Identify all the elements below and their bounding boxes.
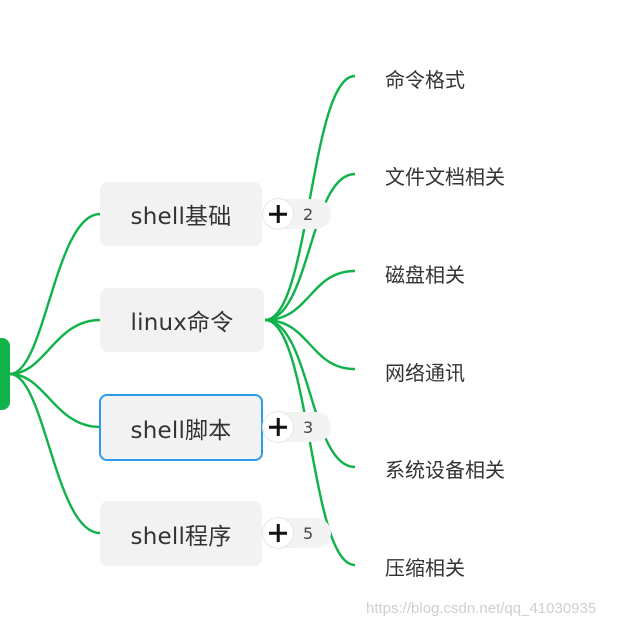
leaf-topic[interactable]: 命令格式 xyxy=(385,68,465,92)
expand-shell-basics-button[interactable]: 2 xyxy=(263,199,331,229)
connector-root-shell-program xyxy=(9,372,101,535)
leaf-topic[interactable]: 磁盘相关 xyxy=(385,263,465,287)
connector-linux-leaf-4 xyxy=(264,318,356,371)
leaf-topic[interactable]: 文件文档相关 xyxy=(385,165,505,189)
plus-icon xyxy=(263,412,293,442)
node-shell-program-label: shell程序 xyxy=(130,523,232,550)
node-linux-commands-label: linux命令 xyxy=(130,310,234,336)
expand-shell-script-button[interactable]: 3 xyxy=(263,412,331,442)
connector-root-linux-commands xyxy=(9,318,101,376)
connector-root-shell-basics xyxy=(9,212,101,376)
leaf-topic[interactable]: 网络通讯 xyxy=(385,361,465,385)
collapsed-count: 5 xyxy=(303,523,314,543)
node-shell-basics[interactable]: shell基础 xyxy=(100,182,262,246)
connector-root-shell-script xyxy=(9,372,101,429)
expand-shell-program-button[interactable]: 5 xyxy=(263,518,331,548)
connector-linux-leaf-1 xyxy=(264,74,356,322)
connector-linux-leaf-2 xyxy=(264,172,356,322)
root-node[interactable] xyxy=(0,338,10,410)
node-shell-program[interactable]: shell程序 xyxy=(100,501,262,566)
connector-linux-leaf-5 xyxy=(264,318,356,469)
plus-icon xyxy=(263,518,293,548)
node-shell-basics-label: shell基础 xyxy=(130,204,232,230)
node-shell-script-label: shell脚本 xyxy=(130,417,232,444)
collapsed-count: 2 xyxy=(303,204,314,224)
leaf-topic[interactable]: 系统设备相关 xyxy=(385,458,505,482)
leaf-topic[interactable]: 压缩相关 xyxy=(385,556,465,580)
connector-linux-leaf-3 xyxy=(264,269,356,322)
plus-icon xyxy=(263,199,293,229)
node-shell-script[interactable]: shell脚本 xyxy=(99,394,263,461)
collapsed-count: 3 xyxy=(303,417,314,437)
watermark: https://blog.csdn.net/qq_41030935 xyxy=(366,600,597,617)
node-linux-commands[interactable]: linux命令 xyxy=(100,288,264,352)
